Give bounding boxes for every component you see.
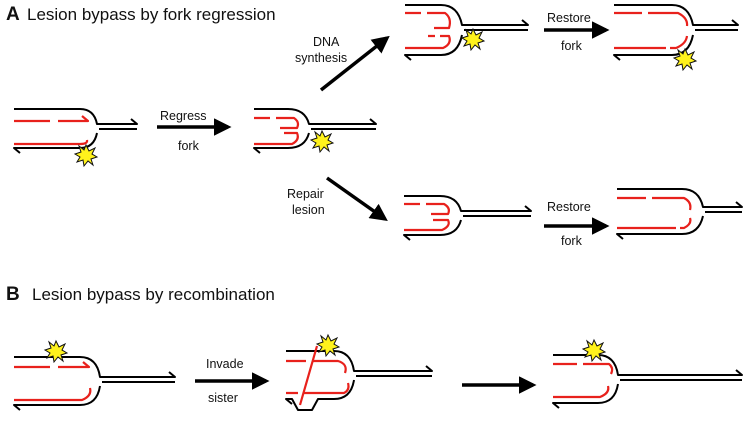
repair-lesion-label-1: Repair [287, 187, 324, 201]
lesion-icon [316, 334, 340, 357]
restore-top-label-2: fork [561, 39, 583, 53]
panel-b-letter: B [6, 284, 20, 305]
regress-label-1: Regress [160, 109, 207, 123]
repair-lesion-label-2: lesion [292, 203, 325, 217]
panel-a-letter: A [6, 4, 20, 25]
invade-sister-label-1: Invade [206, 357, 244, 371]
stalled-fork [13, 108, 138, 167]
restored-fork-top [613, 4, 739, 71]
lesion-icon [310, 130, 334, 153]
dna-synthesis-label-2: synthesis [295, 51, 347, 65]
regress-label-2: fork [178, 139, 200, 153]
recombination-fork-start [13, 340, 176, 411]
panel-a-title: Lesion bypass by fork regression [27, 5, 276, 24]
lesion-icon [44, 340, 68, 363]
repaired-fork [403, 195, 532, 241]
repair-lesion-arrow [325, 176, 388, 222]
regressed-fork [253, 108, 377, 154]
restored-fork-bottom [616, 188, 743, 240]
dna-synthesis-arrow [319, 35, 390, 92]
restore-top-label-1: Restore [547, 11, 591, 25]
strand-invasion-intermediate [285, 334, 433, 411]
invade-sister-label-2: sister [208, 391, 238, 405]
lesion-icon [582, 339, 606, 362]
panel-b-title: Lesion bypass by recombination [32, 285, 275, 304]
restore-bottom-label-1: Restore [547, 200, 591, 214]
lesion-icon [461, 28, 485, 51]
recombination-fork-end [552, 339, 743, 409]
synthesized-fork [404, 4, 529, 61]
restore-bottom-label-2: fork [561, 234, 583, 248]
dna-synthesis-label-1: DNA [313, 35, 340, 49]
lesion-icon [673, 48, 697, 71]
